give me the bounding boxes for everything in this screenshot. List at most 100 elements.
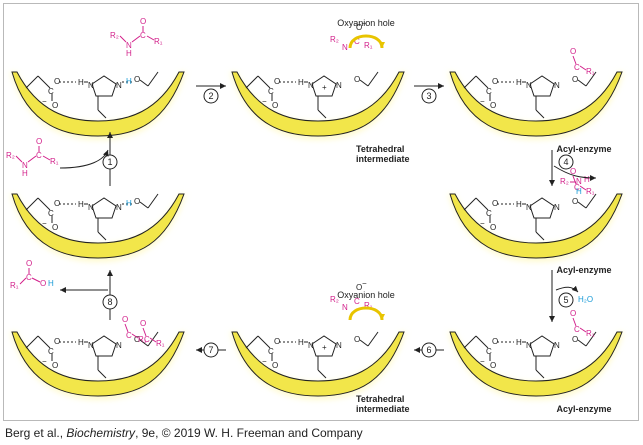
bond [131, 333, 139, 339]
atom-c: C [26, 273, 32, 282]
atom-o: O [354, 335, 360, 344]
atom-o: O [52, 101, 58, 110]
atom-c: C [268, 347, 274, 356]
atom-c: C [354, 37, 360, 46]
atom-h: H [78, 338, 84, 347]
bond [577, 339, 587, 347]
step-circle [102, 154, 118, 170]
binding-pocket [231, 331, 405, 397]
atom-o: O [134, 197, 140, 206]
charge-minus: − [262, 357, 267, 366]
atom-o: O [572, 335, 578, 344]
atom-c: C [268, 87, 274, 96]
atom-r1: R₁ [138, 335, 147, 344]
step-circle [558, 292, 574, 308]
charge-minus: − [480, 97, 485, 106]
side-arrow [553, 165, 597, 181]
step-number: 8 [107, 297, 112, 307]
atom-n: N [526, 341, 532, 350]
atom-o: O [54, 77, 60, 86]
atom-r1: R₁ [10, 281, 19, 290]
atom-c: C [354, 297, 360, 306]
atom-o: O [140, 319, 146, 328]
bond [257, 335, 271, 349]
bond [15, 155, 23, 163]
bond [579, 185, 587, 191]
binding-pocket [449, 331, 623, 397]
charge-minus: − [362, 19, 367, 28]
bond [25, 197, 39, 211]
atom-o: O [274, 337, 280, 346]
atom-h: H [22, 169, 28, 178]
bond [131, 35, 141, 43]
charge-minus: − [42, 97, 47, 106]
bond [97, 369, 107, 379]
oxyanion-hole-label: Oxyanion hole [337, 290, 395, 300]
atom-r1: R₁ [364, 301, 373, 310]
bond [463, 197, 477, 211]
atom-c: C [140, 31, 146, 40]
bond [475, 75, 489, 89]
step-number: 4 [563, 157, 568, 167]
bond [572, 55, 577, 65]
atom-h: H [126, 199, 132, 208]
step-circle [102, 294, 118, 310]
atom-o: O [40, 279, 46, 288]
bond [475, 197, 489, 211]
binding-pocket [11, 193, 185, 259]
atom-r2: R₂ [330, 295, 339, 304]
atom-o: O [492, 77, 498, 86]
bond [585, 193, 597, 209]
bond [317, 109, 327, 119]
oxyanion-hole-arrow [348, 34, 385, 49]
bond [535, 369, 545, 379]
bond [317, 369, 327, 379]
charge-minus: − [42, 357, 47, 366]
charge-minus: − [42, 219, 47, 228]
bond [147, 331, 159, 347]
atom-h: H [78, 78, 84, 87]
atom-r1: R₁ [364, 41, 373, 50]
step-circle [421, 342, 437, 358]
bond [147, 193, 159, 209]
figure-credit: Berg et al., Biochemistry, 9e, © 2019 W.… [5, 426, 363, 440]
atom-h: H [126, 49, 132, 58]
bond [124, 323, 129, 333]
atom-n: N [336, 341, 342, 350]
charge-minus: − [362, 279, 367, 288]
bond [37, 197, 51, 211]
imidazole-ring [529, 75, 555, 97]
bond [37, 335, 51, 349]
atom-o: O [134, 335, 140, 344]
atom-c: C [48, 209, 54, 218]
binding-pocket [231, 71, 405, 137]
step-number: 6 [426, 345, 431, 355]
bond [42, 155, 51, 161]
bond [147, 71, 159, 87]
step-circle [203, 342, 219, 358]
bond [577, 79, 587, 87]
atom-h: H [298, 78, 304, 87]
atom-n: N [88, 81, 94, 90]
atom-c: C [574, 183, 580, 192]
bond [257, 75, 271, 89]
step-circle [558, 154, 574, 170]
imidazole-ring [91, 335, 117, 357]
atom-c: C [144, 335, 150, 344]
bond [463, 75, 477, 89]
step-number: 5 [563, 295, 568, 305]
bond [31, 277, 41, 283]
bond [245, 335, 259, 349]
atom-n: N [116, 203, 122, 212]
